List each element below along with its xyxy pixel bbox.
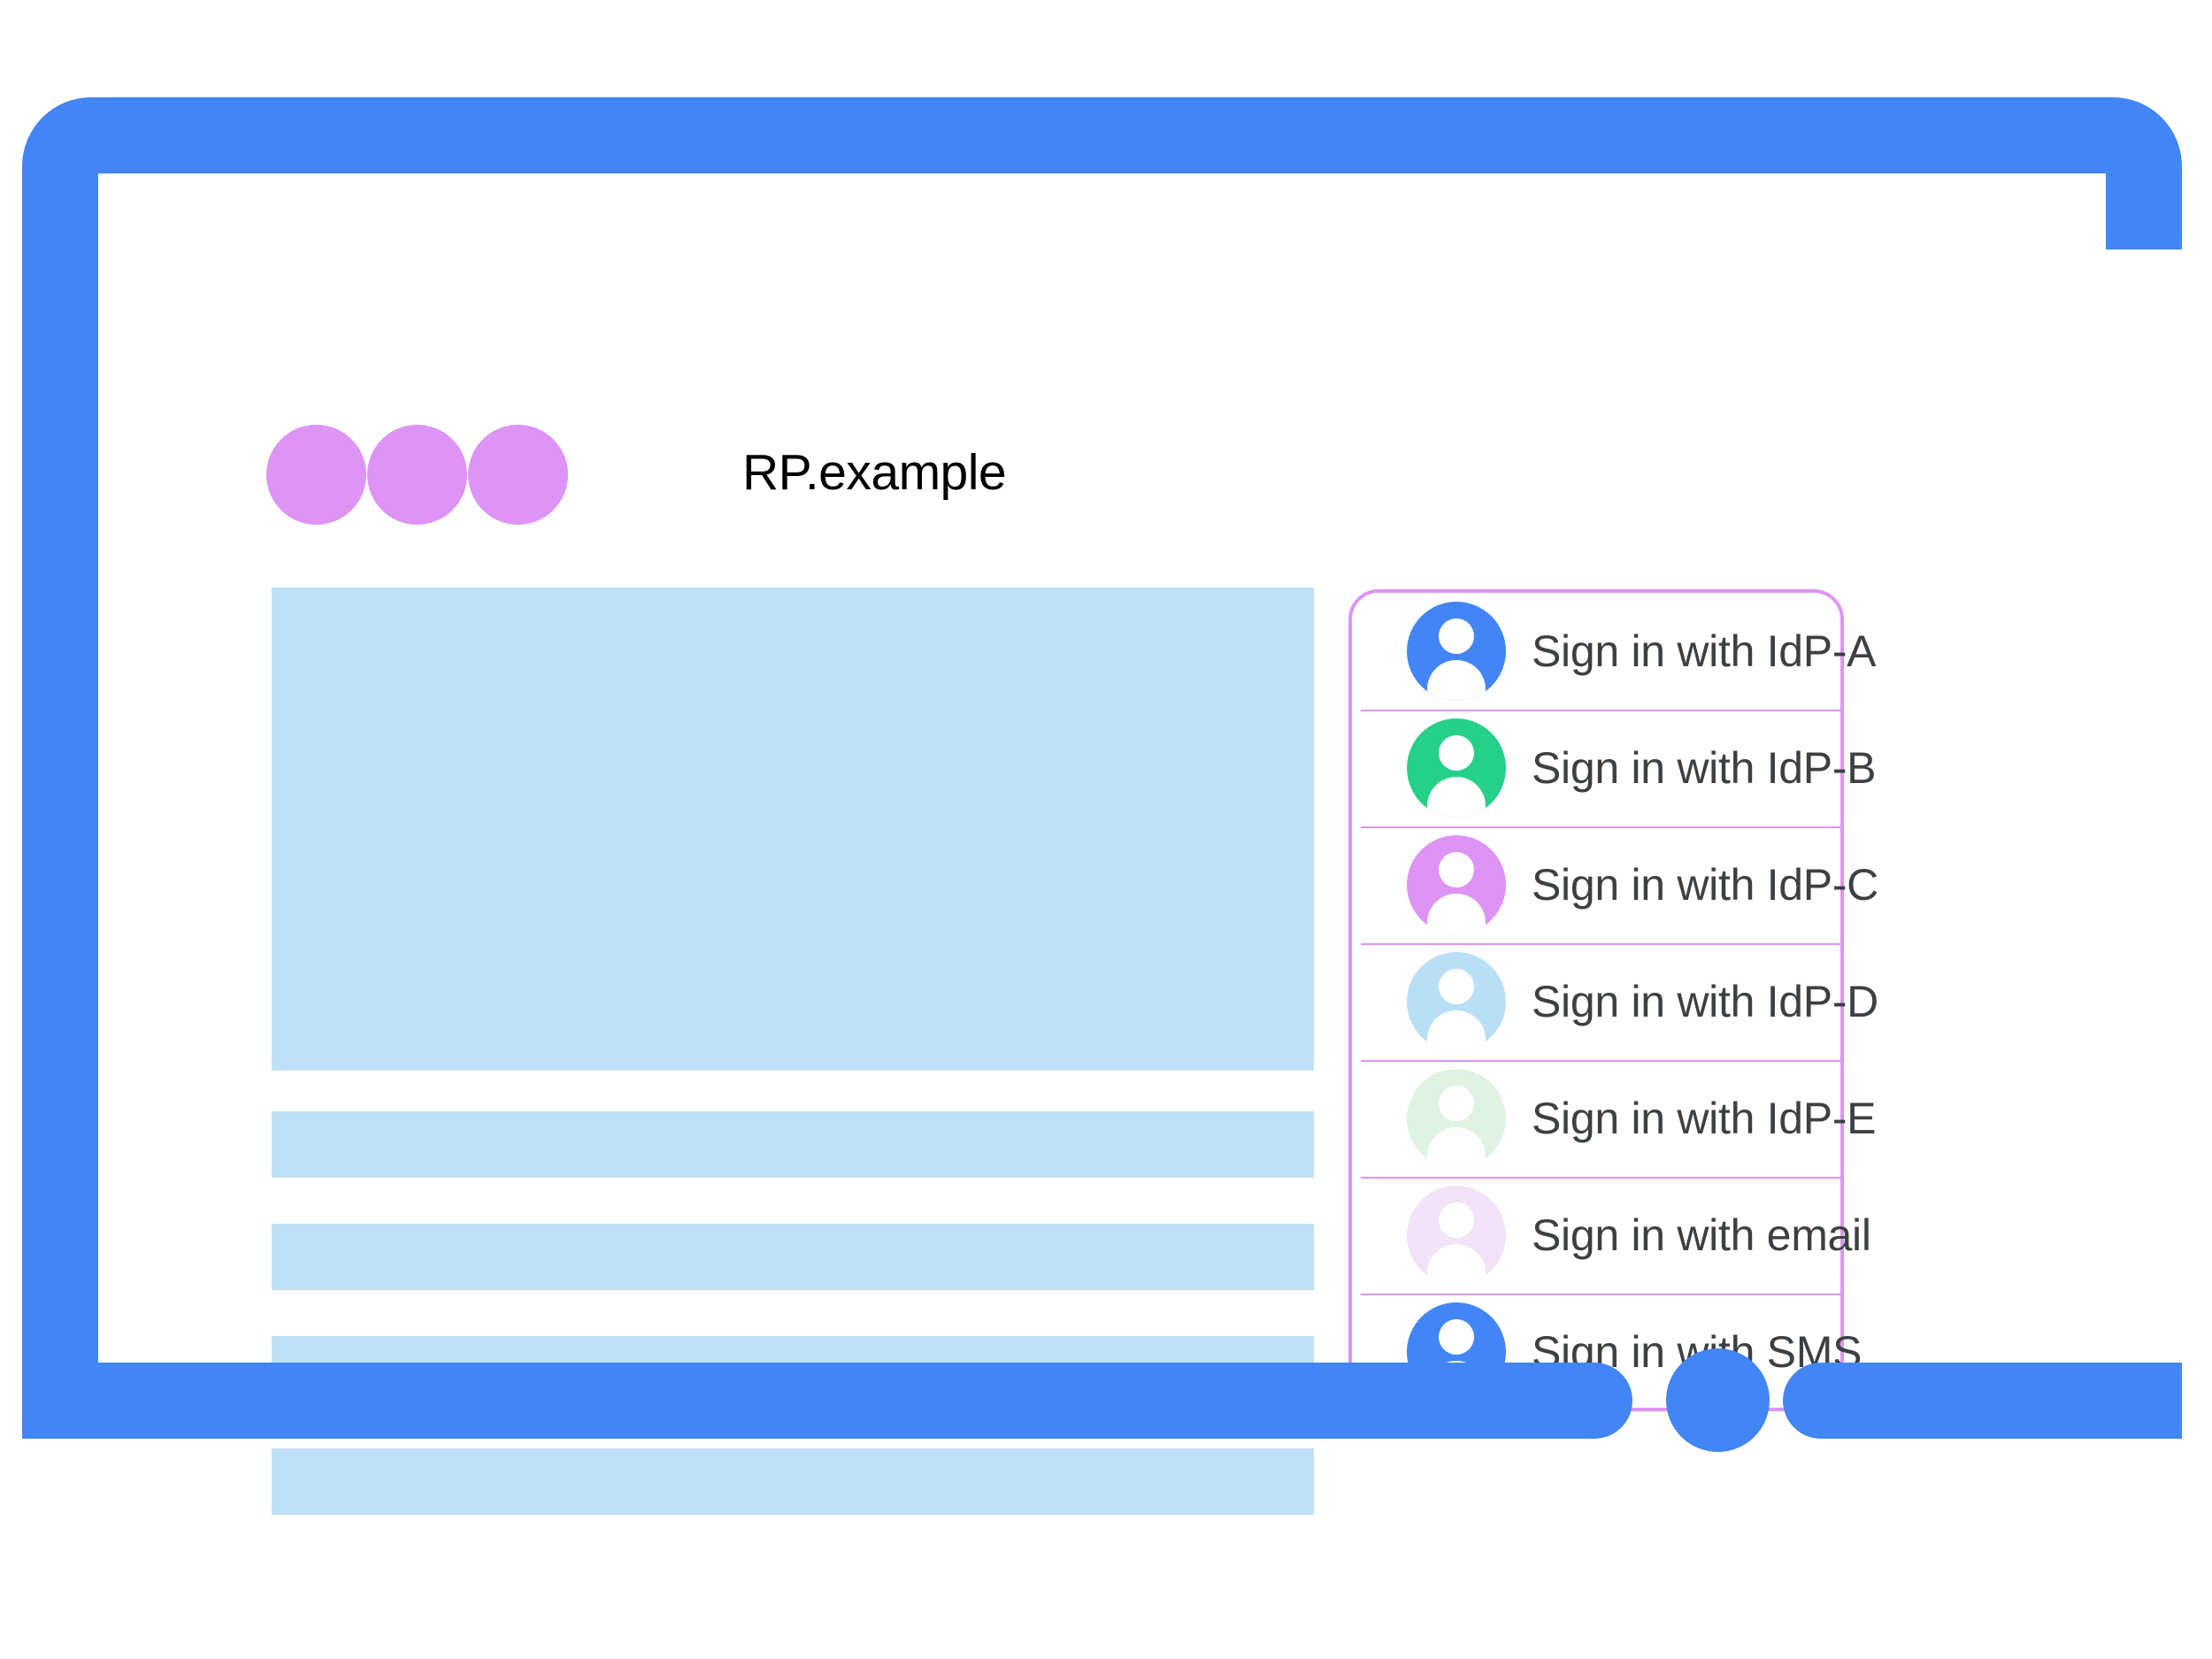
skeleton-text-bar-1 [272,1111,1314,1178]
browser-title-bar: RP.example [174,250,2182,525]
signin-option-idp-a[interactable]: Sign in with IdP-A [1352,593,1877,710]
page-title: RP.example [742,444,1007,501]
person-avatar-icon [1407,718,1506,818]
signin-option-label: Sign in with IdP-D [1532,977,1878,1026]
signin-option-label: Sign in with IdP-B [1532,743,1877,793]
device-bezel: RP.example Sign in with IdP-A [22,97,2182,1515]
person-avatar-icon [1407,1186,1506,1285]
skeleton-text-bar-2 [272,1224,1314,1290]
signin-option-label: Sign in with IdP-A [1532,626,1877,676]
device-chin-left [22,1363,1632,1439]
person-avatar-icon [1407,952,1506,1051]
skeleton-text-bar-4 [272,1448,1314,1515]
content-skeleton [272,588,1314,1515]
signin-option-label: Sign in with email [1532,1210,1871,1260]
signin-option-idp-e[interactable]: Sign in with IdP-E [1352,1060,1877,1177]
traffic-light-dot-1[interactable] [266,425,366,525]
signin-option-email[interactable]: Sign in with email [1352,1177,1871,1294]
signin-option-idp-b[interactable]: Sign in with IdP-B [1352,710,1877,826]
traffic-light-dot-2[interactable] [367,425,467,525]
home-button[interactable] [1666,1348,1770,1452]
person-avatar-icon [1407,835,1506,934]
signin-account-chooser-panel: Sign in with IdP-A Sign in with IdP-B Si… [1348,589,1878,1411]
skeleton-hero-block [272,588,1314,1071]
signin-option-idp-c[interactable]: Sign in with IdP-C [1352,826,1878,943]
person-avatar-icon [1407,1069,1506,1168]
device-chin-right [1783,1363,2182,1439]
browser-window: RP.example Sign in with IdP-A [174,250,2182,1515]
signin-option-idp-d[interactable]: Sign in with IdP-D [1352,943,1878,1060]
signin-option-label: Sign in with IdP-E [1532,1094,1877,1143]
traffic-light-dot-3[interactable] [468,425,568,525]
signin-option-label: Sign in with IdP-C [1532,860,1878,910]
device-frame: RP.example Sign in with IdP-A [22,97,2182,1571]
person-avatar-icon [1407,602,1506,701]
